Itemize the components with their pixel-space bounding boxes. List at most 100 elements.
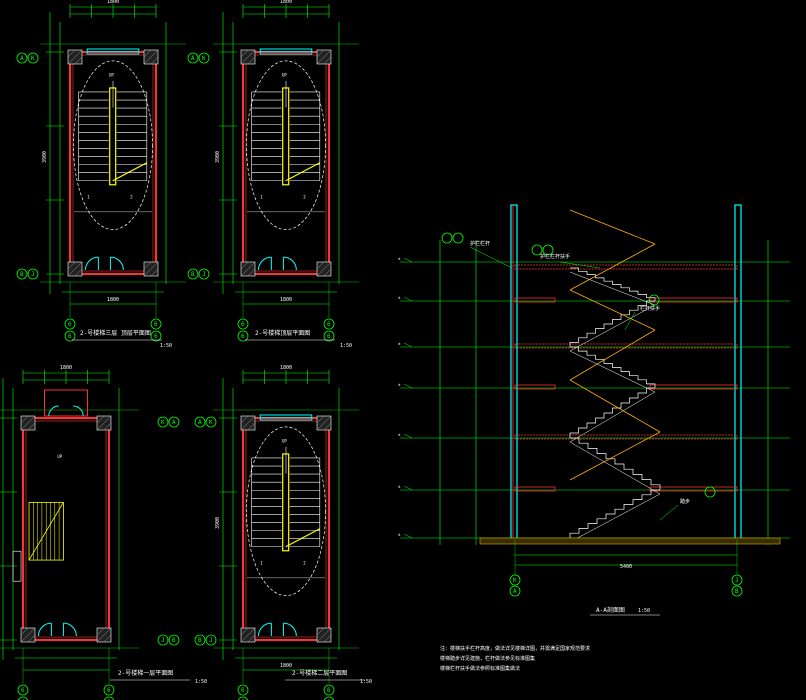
grid-bubble-bottom-right-label: 6 [154, 321, 158, 328]
grid-bubble-left-bottom-label: B [191, 271, 195, 278]
wall-outline [22, 417, 110, 641]
stair-flight-5 [569, 300, 655, 347]
door-swing [84, 256, 99, 271]
hatch-line [247, 56, 256, 65]
wall-inner [72, 54, 154, 272]
hatch-line [96, 415, 112, 431]
callout-leader [559, 261, 601, 269]
grid-bubble-bottom-right-2 [150, 330, 162, 342]
dim-text-bottom: 1800 [280, 663, 292, 669]
up-label: UP [57, 454, 62, 459]
section-handrail [569, 379, 661, 433]
grid-bubble-left-bottom [194, 634, 206, 646]
door-swing [283, 622, 297, 637]
plan3: 18003900UPKAJB6666 [0, 365, 190, 700]
grid-bubble-bottom-right-2 [323, 330, 335, 342]
hatch-line [247, 634, 256, 643]
grid-bubble-left-top [16, 52, 28, 64]
dim-text-left: 3900 [42, 151, 48, 163]
stair-flight-6 [570, 267, 656, 301]
landing-slab [514, 384, 556, 390]
stair-flight-4-soffit [569, 350, 656, 393]
grid-bubble-bottom-left [237, 684, 249, 696]
grid-bubble-bottom-left-2-label: 6 [68, 333, 72, 340]
stair-flight-4 [570, 346, 656, 388]
landing-slab [649, 384, 738, 390]
callout-bubble [452, 232, 464, 244]
section-grid-bubble-a [509, 585, 521, 597]
grid-bubble-bottom-left-label: 6 [21, 687, 25, 694]
level-mark: ± [398, 256, 401, 261]
plan1-scale: 1:50 [160, 343, 172, 349]
wall-outline [69, 51, 157, 275]
callout-bubble [648, 294, 660, 306]
hatch-line [103, 634, 112, 643]
entry-vestibule [44, 389, 88, 417]
hatch-line [67, 261, 83, 277]
hatch-line [143, 49, 159, 65]
hatch-line [96, 627, 112, 643]
stair-flight-1-soffit [569, 493, 661, 543]
dim-text-left: 3900 [0, 517, 1, 529]
door-swing [48, 405, 59, 417]
level-mark: ± [398, 382, 401, 387]
landing-slab [649, 297, 738, 303]
dim-text-top: 1800 [280, 0, 292, 5]
stair-flight-6-soffit [569, 271, 656, 306]
grid-bubble-bottom-left-label: 6 [68, 321, 72, 328]
dim-text-top: 1800 [60, 365, 72, 371]
hatch-line [240, 415, 256, 431]
section-callout-3: 栏杆扶手 [640, 305, 660, 312]
grid-bubble-left-bottom-2-label: J [31, 271, 35, 278]
clearance-ellipse [246, 60, 326, 230]
note-line-1: 注：楼梯扶手栏杆高度，做法详见楼梯详图，并需满足国家规范要求 [440, 645, 590, 652]
level-tick [403, 342, 413, 348]
hatch-line [240, 49, 249, 58]
grid-bubble-bottom-right-label: 6 [107, 687, 111, 694]
hatch-line [240, 627, 249, 636]
plan2-scale: 1:50 [340, 343, 352, 349]
hatch-line [96, 627, 105, 636]
door-swing [257, 256, 272, 271]
floor-slab [514, 434, 738, 440]
hatch-line [67, 49, 76, 58]
grid-bubble-left-bottom-label: B [20, 271, 24, 278]
hatch-line [247, 268, 256, 277]
grid-bubble-left-top [187, 52, 199, 64]
plan3-scale: 1:50 [195, 679, 207, 685]
hatch-line [74, 56, 83, 65]
section-span-dim: 5400 [620, 564, 632, 570]
hatch-line [323, 56, 332, 65]
grid-bubble-bottom-right [103, 684, 115, 696]
section-handrail [569, 329, 656, 381]
ground-hatch [479, 537, 781, 545]
grid-bubble-bottom-left-label: 6 [241, 321, 245, 328]
section-grid-bubble-a-label: A [513, 588, 517, 595]
hatch-line [27, 634, 36, 643]
side-opening [12, 550, 22, 582]
plan2-title: 2-号楼梯顶层平面图 [255, 329, 310, 337]
grid-bubble-left-top [157, 416, 169, 428]
section-handrail [569, 209, 656, 245]
grid-bubble-left-top-2 [27, 52, 39, 64]
hatch-line [67, 49, 83, 65]
grid-bubble-bottom-right-2-label: 6 [327, 333, 331, 340]
grid-bubble-bottom-right-label: 6 [327, 687, 331, 694]
grid-bubble-bottom-left-2 [17, 696, 29, 700]
hatch-line [20, 415, 29, 424]
hatch-line [316, 415, 332, 431]
grid-bubble-bottom-right-2-label: 6 [154, 333, 158, 340]
callout-bubble [441, 232, 453, 244]
landing-slab [649, 486, 738, 492]
section-handrail [569, 243, 656, 291]
grid-bubble-left-bottom [16, 268, 28, 280]
level-mark: ± [398, 341, 401, 346]
floor-slab [514, 264, 738, 270]
dim-text-top: 1800 [280, 365, 292, 371]
wall-inner [245, 54, 327, 272]
stair-num: 1 [260, 195, 263, 200]
dim-text-left: 3900 [215, 151, 221, 163]
note-line-2: 楼梯踏步详见建施，栏杆做法参见标准图集 [440, 655, 535, 662]
